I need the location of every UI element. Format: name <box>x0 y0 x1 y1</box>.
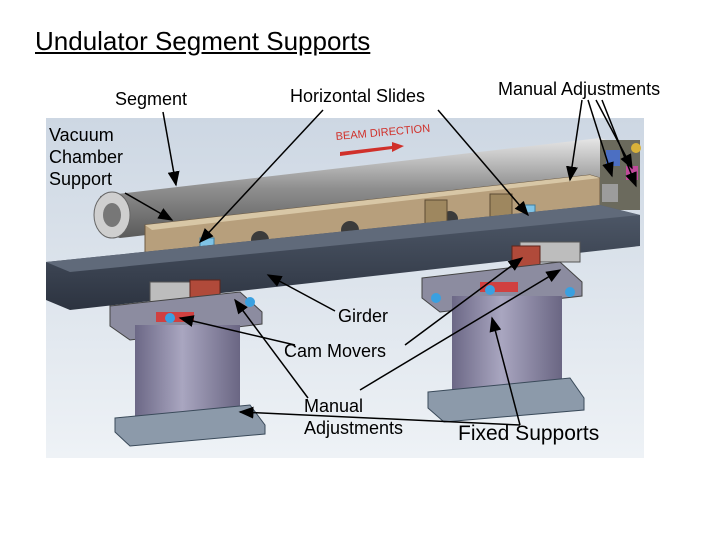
page-title: Undulator Segment Supports <box>35 26 371 56</box>
arrow-cam-left <box>178 315 296 346</box>
label-vacuum-chamber-support: Vacuum Chamber Support <box>49 124 123 190</box>
label-vacuum-line3: Support <box>49 169 113 189</box>
arrow-manual-bottom-right <box>359 269 562 391</box>
label-segment: Segment <box>115 89 188 109</box>
arrow-fixed-right <box>489 316 521 426</box>
label-manual-adjustments-bottom: Manual Adjustments <box>304 395 403 439</box>
arrow-segment <box>162 111 180 187</box>
label-vacuum-line1: Vacuum <box>49 125 114 145</box>
arrow-hslide-right <box>437 109 529 217</box>
label-cam-movers: Cam Movers <box>284 341 387 361</box>
arrow-hslide-left <box>198 109 324 244</box>
arrow-manual-top-1 <box>566 99 583 182</box>
label-horizontal-slides: Horizontal Slides <box>290 86 426 106</box>
arrow-manual-bottom-left <box>234 298 309 399</box>
label-fixed-supports: Fixed Supports <box>458 422 600 445</box>
vacuum-chamber <box>100 138 640 238</box>
arrow-vacuum <box>124 192 174 221</box>
arrow-manual-top-3 <box>595 99 633 170</box>
arrow-manual-top-4 <box>601 99 637 188</box>
arrow-girder <box>266 274 336 312</box>
label-girder: Girder <box>338 306 389 326</box>
label-vacuum-line2: Chamber <box>49 147 124 167</box>
label-manual-bottom-line2: Adjustments <box>304 418 404 438</box>
label-manual-adjustments-top: Manual Adjustments <box>498 79 661 99</box>
arrow-cam-right <box>404 257 524 346</box>
arrow-manual-top-2 <box>587 99 614 178</box>
beam-direction-arrow <box>340 142 404 156</box>
arrow-fixed-left <box>238 406 521 426</box>
label-manual-bottom-line1: Manual <box>304 396 364 416</box>
